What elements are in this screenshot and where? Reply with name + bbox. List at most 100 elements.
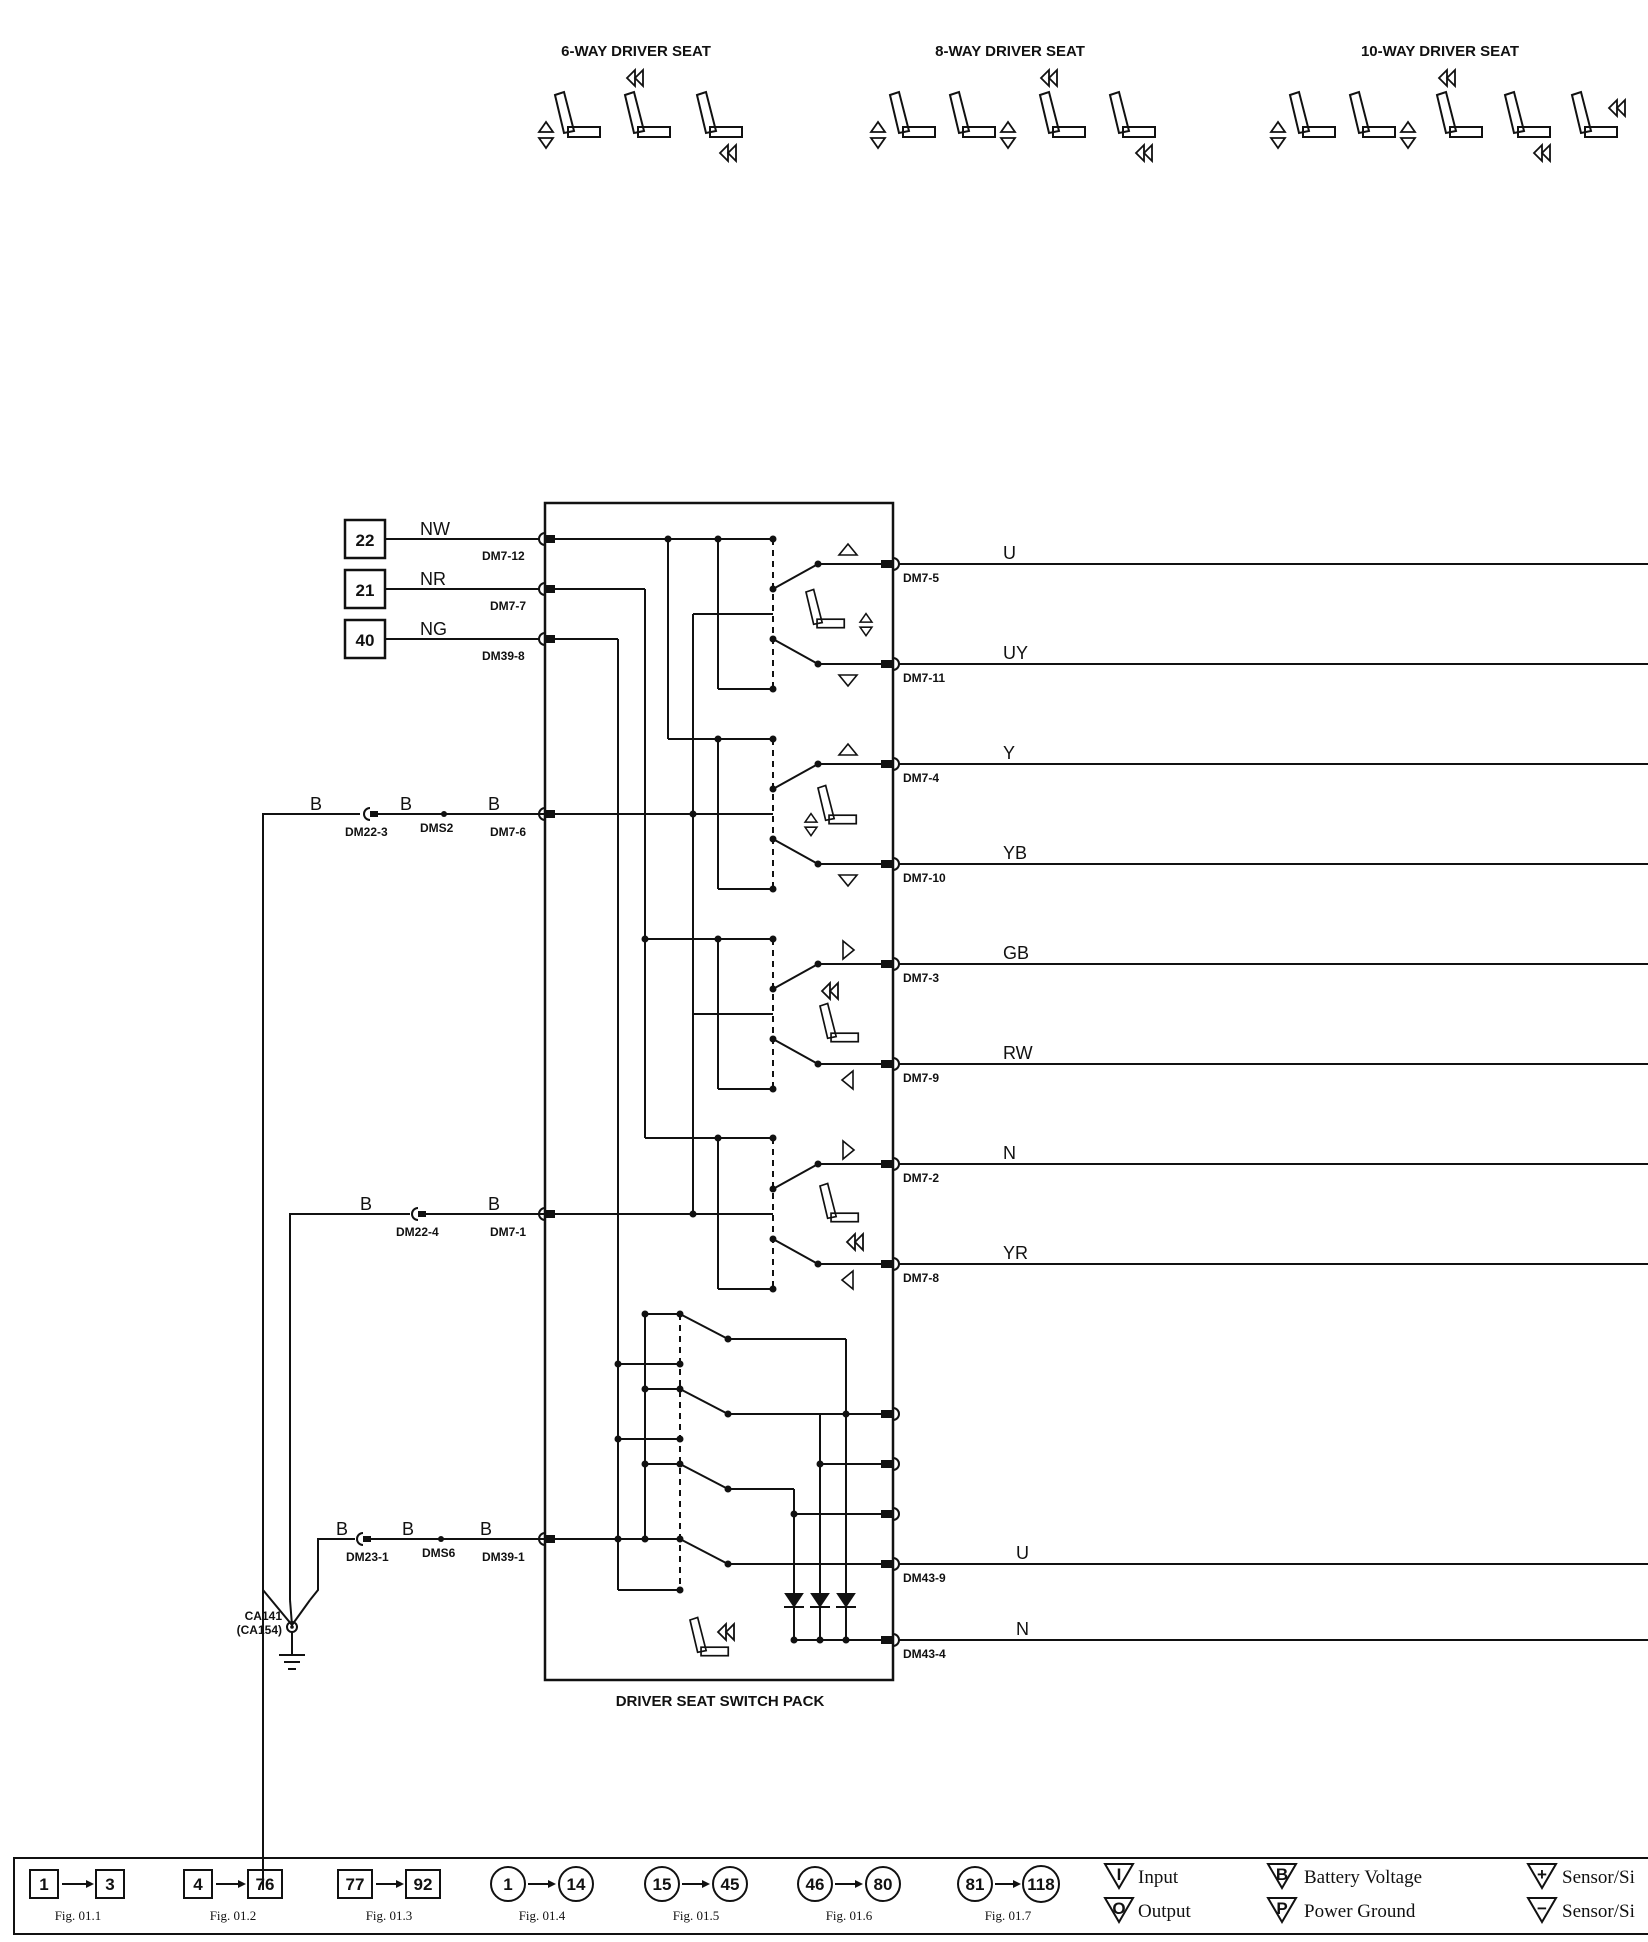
diodes: [784, 1593, 856, 1608]
svg-text:DM22-4: DM22-4: [396, 1225, 439, 1239]
seat-icon-10way-1: [1289, 91, 1336, 138]
output-connectors: [881, 557, 900, 1647]
svg-text:−: −: [1537, 1899, 1547, 1918]
svg-text:Output: Output: [1138, 1901, 1192, 1922]
svg-text:1: 1: [503, 1875, 512, 1894]
svg-text:NW: NW: [420, 519, 450, 539]
svg-text:DM7-11: DM7-11: [903, 671, 945, 685]
svg-text:Battery Voltage: Battery Voltage: [1304, 1867, 1422, 1888]
input-40: 40 NG DM39-8: [343, 618, 540, 663]
svg-text:DM23-1: DM23-1: [346, 1550, 389, 1564]
arrows-icon-10way-2: [1400, 121, 1416, 149]
svg-text:Y: Y: [1003, 743, 1015, 763]
seat-icon-8way-3: [1039, 91, 1086, 138]
svg-text:Fig. 01.2: Fig. 01.2: [210, 1908, 257, 1923]
seat-icon-8way-2: [949, 91, 996, 138]
arrows-icon-8way-2: [1000, 121, 1016, 149]
seat-icon-10way-5: [1571, 91, 1618, 138]
arrows-icon-6way-3: [719, 144, 737, 162]
svg-text:N: N: [1016, 1619, 1029, 1639]
svg-text:21: 21: [356, 581, 375, 600]
arrows-icon-8way-1: [870, 121, 886, 149]
header-6-way: 6-WAY DRIVER SEAT: [561, 43, 711, 60]
seat-icon-6way-2: [624, 91, 671, 138]
legend-fig-2: 4 76 Fig. 01.2: [183, 1869, 283, 1923]
seat-icon-10way-4: [1504, 91, 1551, 138]
svg-text:CA141: CA141: [245, 1609, 283, 1623]
svg-text:I: I: [1117, 1865, 1122, 1884]
svg-text:76: 76: [256, 1875, 275, 1894]
legend-fig-1: 1 3 Fig. 01.1: [29, 1869, 125, 1923]
svg-text:NG: NG: [420, 619, 447, 639]
arrows-icon-6way-1: [538, 121, 554, 149]
svg-text:46: 46: [806, 1875, 825, 1894]
svg-text:DM39-8: DM39-8: [482, 649, 525, 663]
seat-icon-6way-3: [696, 91, 743, 138]
svg-text:U: U: [1003, 543, 1016, 563]
svg-text:+: +: [1537, 1865, 1547, 1884]
legend-fig-3: 77 92 Fig. 01.3: [337, 1869, 441, 1923]
legend-frame: [13, 1857, 1648, 1935]
ground-feed-3: B DM23-1 B DMS6 B DM39-1: [309, 1519, 545, 1601]
svg-text:GB: GB: [1003, 943, 1029, 963]
svg-text:DM7-6: DM7-6: [490, 825, 526, 839]
switch-pack-label: DRIVER SEAT SWITCH PACK: [616, 1693, 825, 1710]
svg-text:Input: Input: [1138, 1867, 1179, 1888]
arrows-icon-10way-4: [1533, 144, 1551, 162]
svg-text:14: 14: [567, 1875, 586, 1894]
svg-text:92: 92: [414, 1875, 433, 1894]
svg-text:DM7-7: DM7-7: [490, 599, 526, 613]
svg-text:Fig. 01.1: Fig. 01.1: [55, 1908, 102, 1923]
svg-text:YB: YB: [1003, 843, 1027, 863]
svg-text:B: B: [400, 794, 412, 814]
arrows-icon-10way-top: [1438, 69, 1456, 87]
svg-text:45: 45: [721, 1875, 740, 1894]
arrows-icon-10way-5: [1608, 99, 1626, 117]
seat-icon-10way-2: [1349, 91, 1396, 138]
seat-icon-6way-1: [554, 91, 601, 138]
header-8-way: 8-WAY DRIVER SEAT: [935, 43, 1085, 60]
svg-text:B: B: [488, 794, 500, 814]
switch-contacts: [772, 539, 884, 1289]
svg-text:Fig. 01.5: Fig. 01.5: [673, 1908, 720, 1923]
legend-symbols: I Input O Output B Battery Voltage P Pow…: [1103, 1863, 1635, 1924]
svg-text:3: 3: [105, 1875, 114, 1894]
svg-text:B: B: [1276, 1865, 1288, 1884]
svg-text:DM7-10: DM7-10: [903, 871, 946, 885]
svg-text:22: 22: [356, 531, 375, 550]
svg-text:DM7-4: DM7-4: [903, 771, 939, 785]
svg-text:DM22-3: DM22-3: [345, 825, 388, 839]
output-wires: [899, 563, 1648, 1641]
seat-icon-8way-4: [1109, 91, 1156, 138]
svg-text:U: U: [1016, 1543, 1029, 1563]
lumbar-switch: [618, 1313, 884, 1641]
svg-text:Fig. 01.3: Fig. 01.3: [366, 1908, 413, 1923]
svg-text:O: O: [1112, 1899, 1125, 1918]
ground-feed-1: B DM22-3 B DMS2 B DM7-6: [262, 794, 545, 1890]
svg-text:DM7-12: DM7-12: [482, 549, 525, 563]
ground-point: CA141 (CA154): [237, 1589, 311, 1670]
svg-text:81: 81: [966, 1875, 985, 1894]
svg-text:4: 4: [193, 1875, 203, 1894]
lumbar-seat-icon: [689, 1616, 735, 1657]
svg-text:DMS6: DMS6: [422, 1546, 456, 1560]
svg-text:B: B: [310, 794, 322, 814]
svg-text:B: B: [336, 1519, 348, 1539]
svg-text:P: P: [1276, 1899, 1287, 1918]
pack-input-connectors: [538, 532, 555, 1546]
svg-text:Sensor/Si: Sensor/Si: [1562, 1867, 1635, 1888]
svg-text:Fig. 01.6: Fig. 01.6: [826, 1908, 873, 1923]
svg-text:B: B: [488, 1194, 500, 1214]
arrows-icon-8way-4: [1135, 144, 1153, 162]
header-10-way: 10-WAY DRIVER SEAT: [1361, 43, 1519, 60]
arrows-icon-10way-1: [1270, 121, 1286, 149]
svg-text:DMS2: DMS2: [420, 821, 454, 835]
svg-text:1: 1: [39, 1875, 48, 1894]
legend-fig-6: 46 80 Fig. 01.6: [797, 1866, 901, 1923]
legend-fig-4: 1 14 Fig. 01.4: [490, 1866, 594, 1923]
svg-text:DM7-2: DM7-2: [903, 1171, 939, 1185]
svg-text:UY: UY: [1003, 643, 1028, 663]
lumbar-dots: [676, 1310, 850, 1644]
svg-text:N: N: [1003, 1143, 1016, 1163]
